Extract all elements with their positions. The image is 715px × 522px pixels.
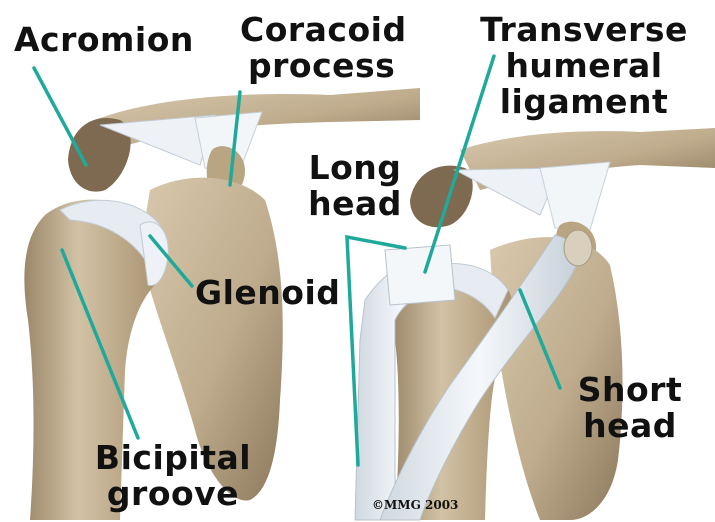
label-glenoid-text: Glenoid xyxy=(195,275,340,311)
label-short-line1: Short xyxy=(565,372,695,408)
label-bicipital-line2: groove xyxy=(88,476,258,512)
label-long-line1: Long xyxy=(300,150,410,186)
label-short-line2: head xyxy=(565,408,695,444)
label-short-head: Short head xyxy=(565,372,695,444)
label-transverse-line1: Transverse xyxy=(468,12,700,48)
transverse-ligament-band xyxy=(385,245,455,305)
label-transverse-humeral-ligament: Transverse humeral ligament xyxy=(468,12,700,120)
leader-acromion xyxy=(34,68,86,165)
label-transverse-line3: ligament xyxy=(468,84,700,120)
copyright-credit: ©MMG 2003 xyxy=(372,498,458,512)
label-glenoid: Glenoid xyxy=(195,275,340,311)
label-long-head: Long head xyxy=(300,150,410,222)
label-acromion: Acromion xyxy=(14,22,194,58)
label-acromion-text: Acromion xyxy=(14,22,194,58)
label-transverse-line2: humeral xyxy=(468,48,700,84)
label-coracoid-line2: process xyxy=(240,48,407,84)
label-bicipital-line1: Bicipital xyxy=(88,440,258,476)
label-long-line2: head xyxy=(300,186,410,222)
label-bicipital-groove: Bicipital groove xyxy=(88,440,258,512)
label-coracoid-line1: Coracoid xyxy=(240,12,407,48)
label-coracoid-process: Coracoid process xyxy=(240,12,407,84)
